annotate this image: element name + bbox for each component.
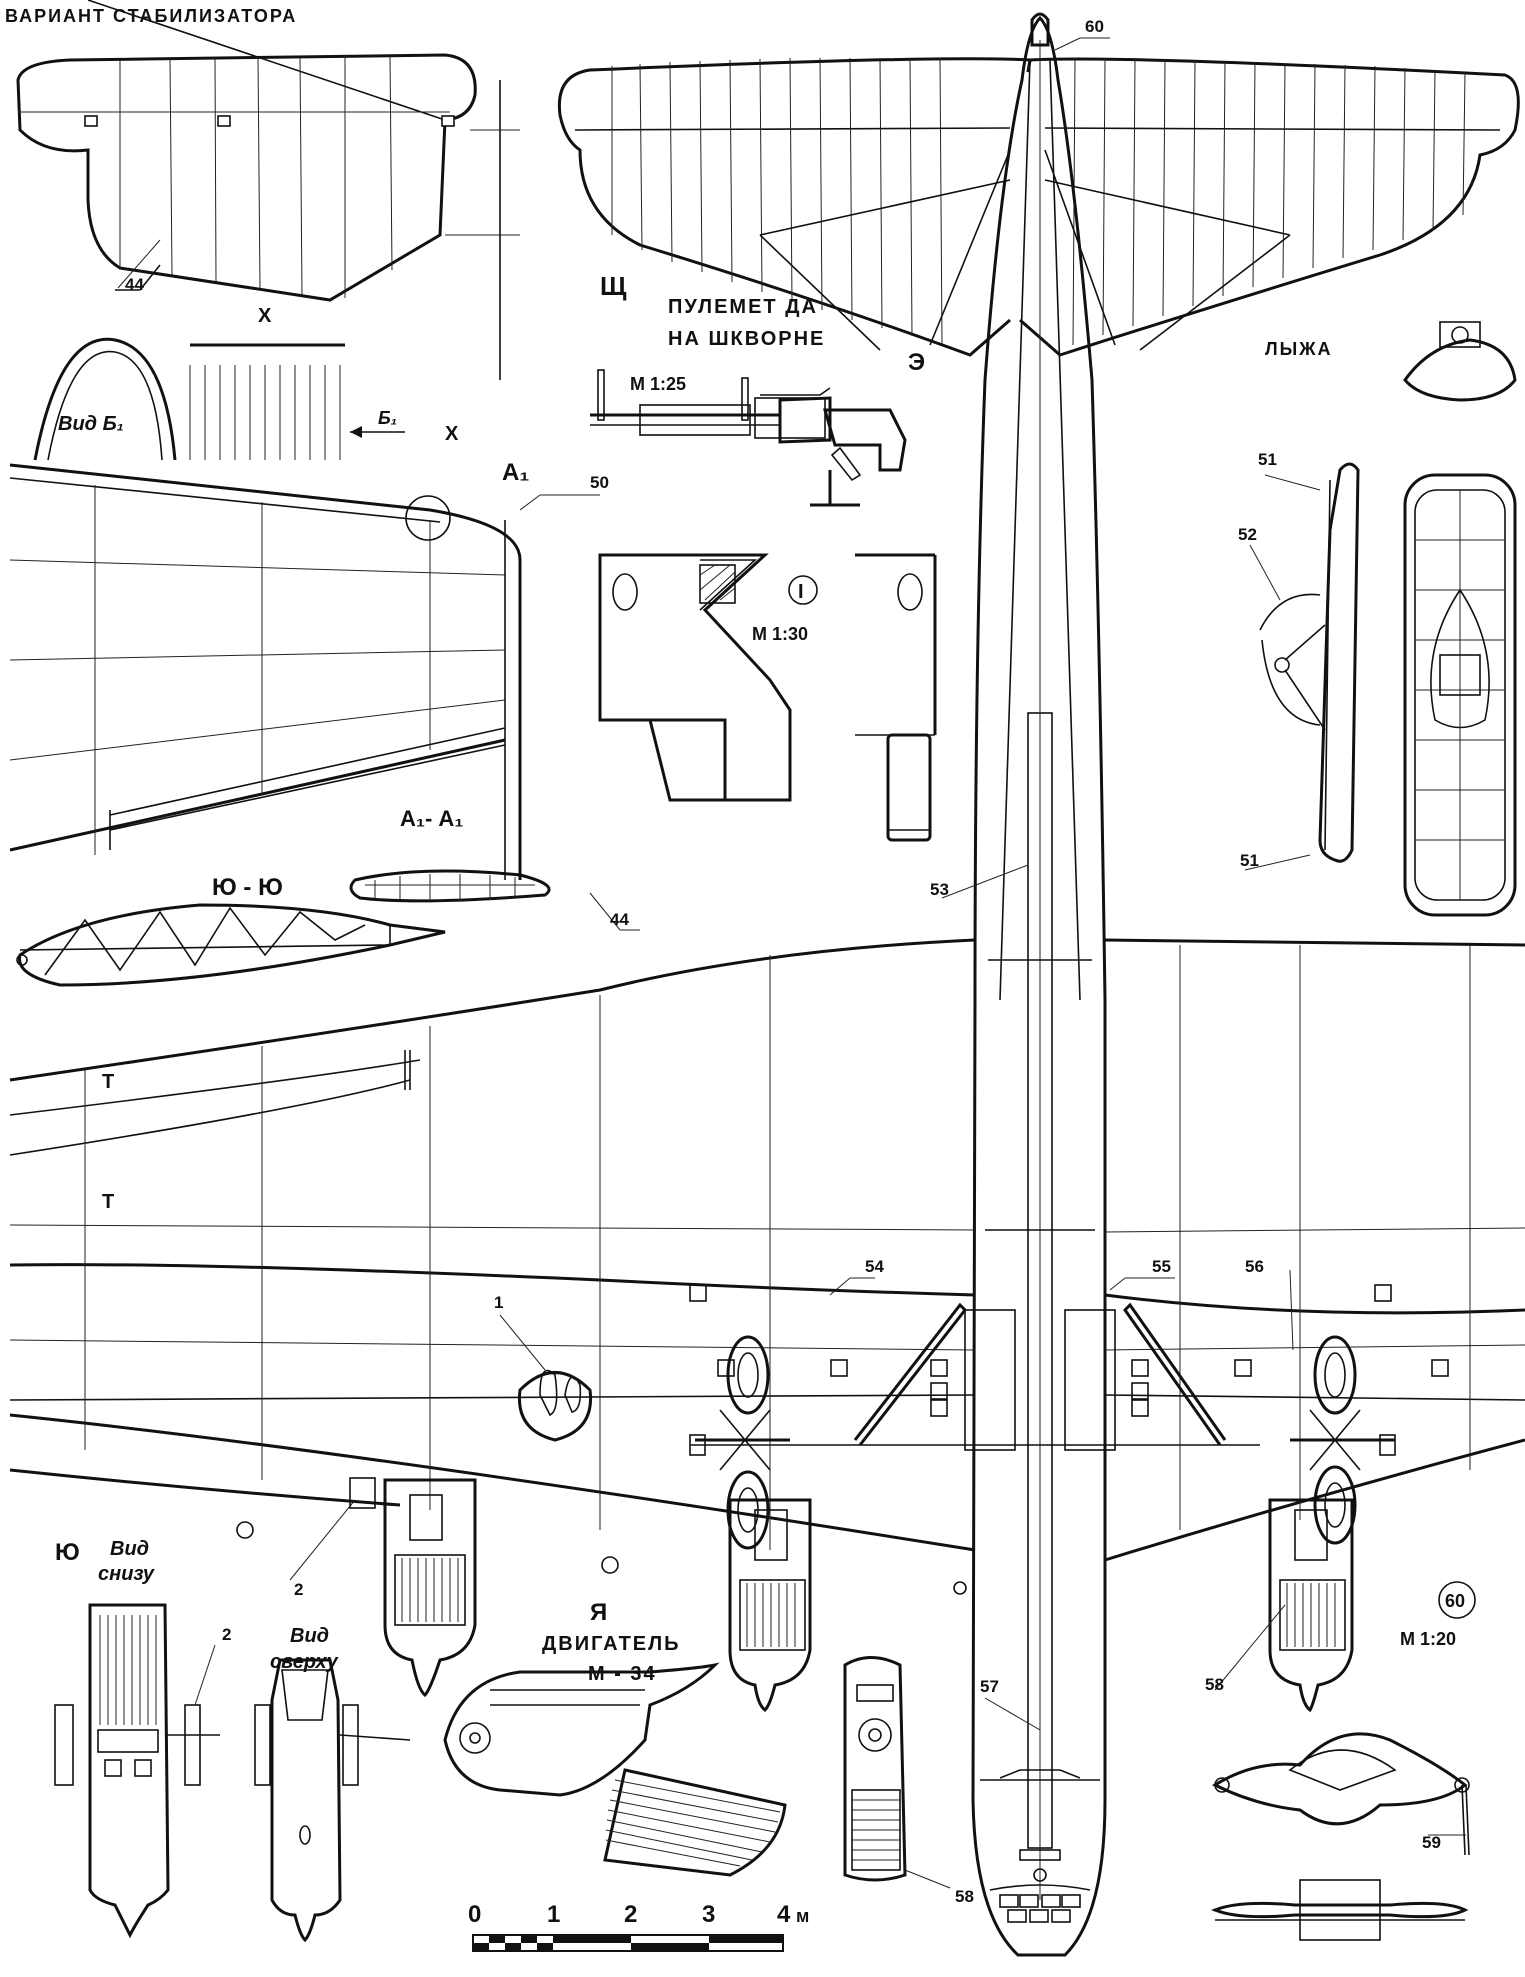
- callout-44a: 44: [125, 275, 144, 294]
- radiator-drawing: [843, 1656, 907, 1882]
- engine-title-line1: ДВИГАТЕЛЬ: [542, 1633, 681, 1655]
- section-yu-yu-drawing: [16, 869, 551, 987]
- view-bottom-line2: снизу: [98, 1563, 155, 1585]
- section-yu-marker: Ю: [55, 1539, 80, 1566]
- callout-53: 53: [930, 880, 949, 899]
- scale-tick-0: 0: [468, 1901, 481, 1928]
- section-x-label: X: [258, 305, 272, 327]
- mg-title-line2: НА ШКВОРНЕ: [668, 328, 825, 350]
- engine-title-line2: М - 34: [588, 1663, 657, 1685]
- main-wing-drawing: [9, 938, 1525, 1595]
- bottom-view-nacelle-drawing: [54, 1603, 220, 1939]
- top-view-nacelle-drawing: [254, 1658, 411, 1943]
- section-x2-label: X: [445, 423, 459, 445]
- scale-tick-3: 3: [702, 1901, 715, 1928]
- callout-58-radiator: 58: [955, 1887, 974, 1906]
- callout-2-wing: 2: [294, 1580, 303, 1599]
- callout-59: 59: [1422, 1833, 1441, 1852]
- stabilizer-variant-title: ВАРИАНТ СТАБИЛИЗАТОРА: [5, 6, 297, 26]
- machine-gun-drawing: [590, 369, 907, 507]
- detail-60-scale: М 1:20: [1400, 1629, 1456, 1649]
- scale-tick-1: 1: [547, 1901, 560, 1928]
- callout-50: 50: [590, 473, 609, 492]
- callout-51-bottom: 51: [1240, 851, 1259, 870]
- callout-60-detail: 60: [1445, 1591, 1465, 1611]
- horizontal-tail-drawing: [557, 57, 1520, 357]
- detail-i-scale: М 1:30: [752, 624, 808, 644]
- section-yu-yu-label: Ю - Ю: [212, 874, 283, 901]
- callout-numbers: 44 44 50 60 51 52 51 53 54 55 56 1 2 2 5…: [125, 17, 1465, 1906]
- ski-drawing: [1259, 321, 1517, 917]
- b1-arrow-label: Б₁: [378, 408, 397, 428]
- scale-tick-2: 2: [624, 1901, 637, 1928]
- view-bottom-line1: Вид: [110, 1538, 149, 1560]
- section-a1-marker: А₁: [502, 459, 529, 486]
- callout-2-view: 2: [222, 1625, 231, 1644]
- section-t-bottom: Т: [102, 1191, 114, 1213]
- view-top-line1: Вид: [290, 1625, 329, 1647]
- scale-tick-4: 4: [777, 1901, 791, 1928]
- section-e-label: Э: [908, 349, 925, 376]
- section-t-top: Т: [102, 1071, 114, 1093]
- drawing-labels: ВАРИАНТ СТАБИЛИЗАТОРА X X Вид Б₁ Б₁ А₁ А…: [5, 6, 1476, 1685]
- scale-bar: 0 1 2 3 4 м: [468, 1901, 809, 1952]
- callout-60-top: 60: [1085, 17, 1104, 36]
- section-a1-a1-label: А₁- А₁: [400, 806, 463, 831]
- section-ya-marker: Я: [590, 1599, 607, 1626]
- section-shch-label: Щ: [600, 271, 627, 301]
- mg-scale-label: М 1:25: [630, 374, 686, 394]
- callout-51-top: 51: [1258, 450, 1277, 469]
- callout-52: 52: [1238, 525, 1257, 544]
- ski-title: ЛЫЖА: [1265, 339, 1333, 359]
- view-top-line2: сверху: [270, 1651, 339, 1673]
- callout-57: 57: [980, 1677, 999, 1696]
- callout-55: 55: [1152, 1257, 1171, 1276]
- engine-nacelles-drawing: [349, 1335, 1395, 1713]
- detail-60-drawing: [1210, 1732, 1470, 1941]
- view-b1-label: Вид Б₁: [58, 413, 124, 435]
- callout-54: 54: [865, 1257, 884, 1276]
- mg-title-line1: ПУЛЕМЕТ ДА: [668, 296, 818, 318]
- scale-unit: м: [796, 1906, 809, 1926]
- callout-1: 1: [494, 1293, 503, 1312]
- stabilizer-variant-drawing: [16, 0, 520, 380]
- leader-lines: [117, 37, 1466, 1889]
- fuselage-drawing: [971, 12, 1107, 1957]
- detail-i-marker: I: [798, 581, 804, 603]
- callout-44b: 44: [610, 910, 629, 929]
- detail-i-drawing: [598, 553, 937, 842]
- callout-56: 56: [1245, 1257, 1264, 1276]
- wing-outer-panel-drawing: [9, 463, 522, 880]
- callout-58-nacelle: 58: [1205, 1675, 1224, 1694]
- detail-view-b1: [33, 337, 405, 461]
- engine-m34-drawing: [443, 1662, 787, 1877]
